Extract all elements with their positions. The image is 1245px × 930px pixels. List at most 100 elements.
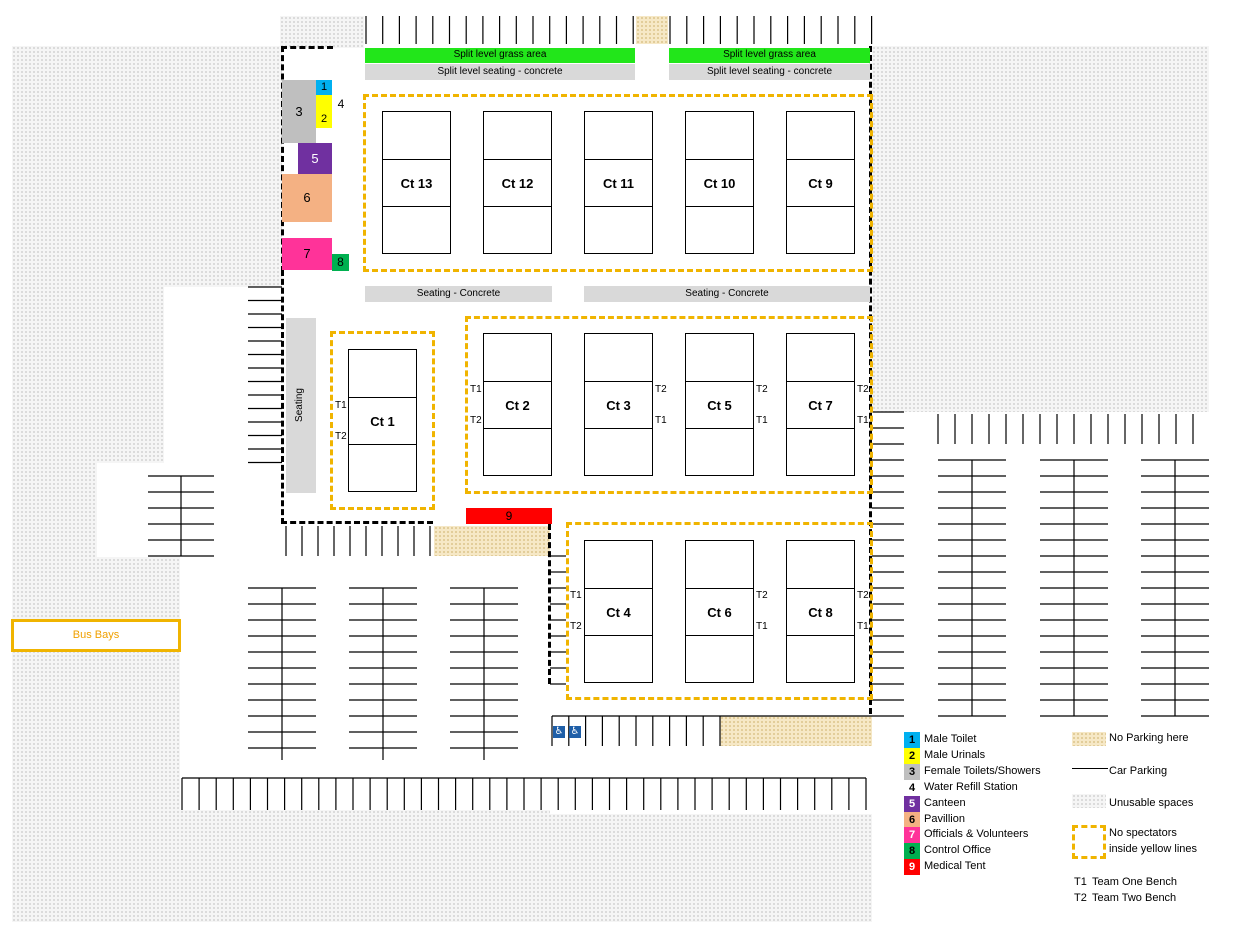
facility-water-refill: 4: [337, 97, 345, 111]
court-5[interactable]: Ct 5: [685, 333, 754, 476]
bench-t1-ct1: T1: [335, 400, 347, 411]
no-spectator-zone-south: [566, 522, 873, 700]
court-3-label: Ct 3: [606, 398, 631, 413]
bench-t1-ct3: T1: [655, 415, 667, 426]
bus-bays-label: Bus Bays: [72, 629, 120, 641]
bench-t2-ct3: T2: [655, 384, 667, 395]
legend-label-7: Officials & Volunteers: [924, 828, 1029, 841]
legend-key-3: 3: [904, 763, 920, 780]
court-13[interactable]: Ct 13: [382, 111, 451, 254]
legend-t2-label: Team Two Bench: [1092, 892, 1177, 904]
seating-concrete-left: Seating - Concrete: [365, 286, 552, 302]
court-11[interactable]: Ct 11: [584, 111, 653, 254]
court-6-label: Ct 6: [707, 605, 732, 620]
facility-male-toilet: 1: [316, 80, 332, 95]
legend-no-spectators-label: No spectators: [1109, 827, 1177, 839]
legend-no-parking-swatch: [1072, 732, 1106, 746]
venue-boundary: [281, 46, 284, 272]
bench-t1-ct2: T1: [470, 384, 482, 395]
legend-t2-code: T2: [1074, 892, 1087, 904]
court-8[interactable]: Ct 8: [786, 540, 855, 683]
bench-t1-ct5: T1: [756, 415, 768, 426]
court-10-label: Ct 10: [703, 176, 736, 191]
bench-t1-ct4: T1: [570, 590, 582, 601]
no-parking-area: [434, 526, 550, 556]
bus-bays: Bus Bays: [11, 619, 181, 652]
seating-concrete-right: Seating - Concrete: [584, 286, 870, 302]
facility-male-urinals: 2: [316, 95, 332, 128]
side-seating: Seating: [286, 318, 316, 493]
legend-label-1: Male Toilet: [924, 733, 977, 745]
legend-key-8: 8: [904, 843, 920, 860]
legend-no-parking-label: No Parking here: [1109, 732, 1189, 744]
legend-yellow-line-swatch: [1072, 825, 1106, 859]
no-spectator-zone-middle: [465, 316, 873, 494]
bench-t2-ct8: T2: [857, 590, 869, 601]
court-9-label: Ct 9: [808, 176, 833, 191]
facility-female-toilets: 3: [282, 80, 316, 143]
legend-t1-code: T1: [1074, 876, 1087, 888]
facility-pavillion: 6: [282, 174, 332, 222]
legend-area: [872, 722, 1245, 930]
no-parking-area: [636, 16, 668, 44]
parking-lines: [148, 16, 1209, 810]
legend-label-3: Female Toilets/Showers: [924, 764, 1041, 777]
no-spectator-zone-ct1: [330, 331, 435, 510]
legend-label-8: Control Office: [924, 844, 992, 857]
accessible-parking-icon: ♿: [553, 726, 565, 738]
legend-label-2: Male Urinals: [924, 748, 986, 761]
legend-car-parking-label: Car Parking: [1109, 765, 1168, 777]
court-2[interactable]: Ct 2: [483, 333, 552, 476]
legend-car-parking-swatch: [1072, 768, 1108, 769]
court-12[interactable]: Ct 12: [483, 111, 552, 254]
court-1-label: Ct 1: [370, 414, 395, 429]
court-3[interactable]: Ct 3: [584, 333, 653, 476]
court-11-label: Ct 11: [602, 176, 635, 191]
bench-t1-ct7: T1: [857, 415, 869, 426]
venue-boundary: [281, 270, 284, 524]
accessible-parking-icon: ♿: [569, 726, 581, 738]
east-lot: [872, 412, 1209, 722]
side-seating-label: Seating: [294, 388, 305, 422]
bench-t2-ct7: T2: [857, 384, 869, 395]
legend-no-spectators-label-2: inside yellow lines: [1109, 843, 1198, 855]
legend-key-5: 5: [904, 795, 920, 812]
court-12-label: Ct 12: [501, 176, 534, 191]
facility-canteen: 5: [298, 143, 332, 174]
court-8-label: Ct 8: [808, 605, 833, 620]
legend-key-2: 2: [904, 747, 920, 764]
bench-t1-ct6: T1: [756, 621, 768, 632]
legend-t1-label: Team One Bench: [1092, 876, 1177, 888]
facility-control-office: 8: [332, 254, 349, 271]
legend-key-4: 4: [904, 779, 920, 796]
bench-t1-ct8: T1: [857, 621, 869, 632]
court-10[interactable]: Ct 10: [685, 111, 754, 254]
court-9[interactable]: Ct 9: [786, 111, 855, 254]
court-5-label: Ct 5: [707, 398, 732, 413]
legend-key-9: 9: [904, 859, 920, 876]
legend-label-9: Medical Tent: [924, 860, 986, 873]
court-13-label: Ct 13: [400, 176, 433, 191]
venue-boundary: [281, 46, 333, 49]
court-4-label: Ct 4: [606, 605, 631, 620]
legend-label-4: Water Refill Station: [924, 780, 1018, 793]
facility-officials: 7: [282, 238, 332, 270]
court-2-label: Ct 2: [505, 398, 530, 413]
legend-label-5: Canteen: [924, 796, 966, 809]
legend-label-6: Pavillion: [924, 812, 965, 825]
split-seating-left: Split level seating - concrete: [365, 64, 635, 80]
bench-t2-ct4: T2: [570, 621, 582, 632]
court-6[interactable]: Ct 6: [685, 540, 754, 683]
venue-boundary: [281, 521, 433, 524]
court-7[interactable]: Ct 7: [786, 333, 855, 476]
court-4[interactable]: Ct 4: [584, 540, 653, 683]
legend-key-6: 6: [904, 811, 920, 828]
no-parking-area: [720, 716, 872, 746]
west-lot: [164, 287, 282, 463]
court-1[interactable]: Ct 1: [348, 349, 417, 492]
south-east-road: [550, 754, 872, 814]
bench-t2-ct5: T2: [756, 384, 768, 395]
bench-t2-ct6: T2: [756, 590, 768, 601]
